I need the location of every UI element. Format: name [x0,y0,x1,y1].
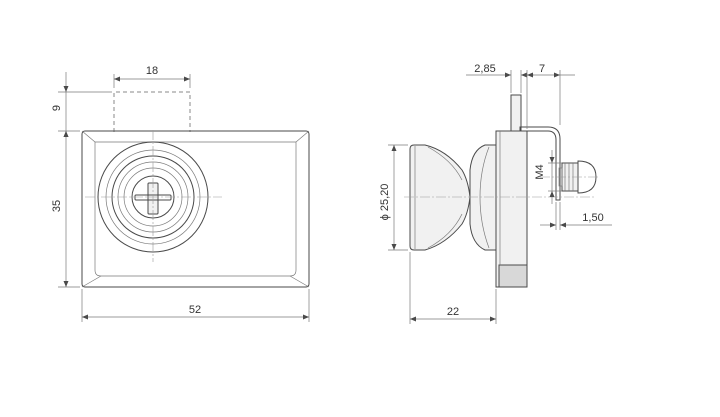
dim-label-gap: 1,50 [582,212,603,224]
l-bracket [519,126,561,201]
dim-side-depth: 22 [409,252,497,324]
bolt-stub [510,94,522,132]
dim-side-thread: M4 [534,150,562,204]
dim-front-width: 52 [81,289,310,322]
bevel-corner-br [289,275,310,288]
dim-front-top-width: 18 [113,65,191,88]
dim-label-diameter: ϕ 25,20 [379,184,391,221]
dim-label-depth: 22 [447,306,459,318]
dim-label-offset-b: 7 [539,63,545,75]
bevel-corner-tr [295,130,310,143]
side-body [495,130,528,288]
dim-label-top-width: 18 [146,65,158,77]
bevel-corner-tl [81,130,96,143]
dim-front-height: 35 [51,131,80,288]
knob-body [409,144,471,251]
knob-shade-top [427,146,463,181]
knob-shade-bottom [427,213,463,249]
dim-side-offset-b: 7 [526,63,575,129]
side-body-foot [498,264,528,288]
dim-front-top-height: 9 [51,72,112,137]
dim-label-thread: M4 [534,164,546,179]
front-view: 18 9 35 52 [51,65,310,322]
dim-label-width: 52 [189,304,201,316]
dim-label-height: 35 [51,200,63,212]
bevel-corner-bl [81,275,102,288]
lock-body-outer [81,130,310,288]
dim-side-gap: 1,50 [540,202,612,230]
side-view: 2,85 7 M4 1,50 [379,63,612,324]
dim-side-offset-a: 2,85 [466,63,534,93]
dim-label-top-height: 9 [51,105,63,111]
dim-label-offset-a: 2,85 [474,63,495,75]
knob-body-right [469,144,497,251]
dim-side-diameter: ϕ 25,20 [379,144,408,251]
bolt-outline-dashed [113,91,191,132]
